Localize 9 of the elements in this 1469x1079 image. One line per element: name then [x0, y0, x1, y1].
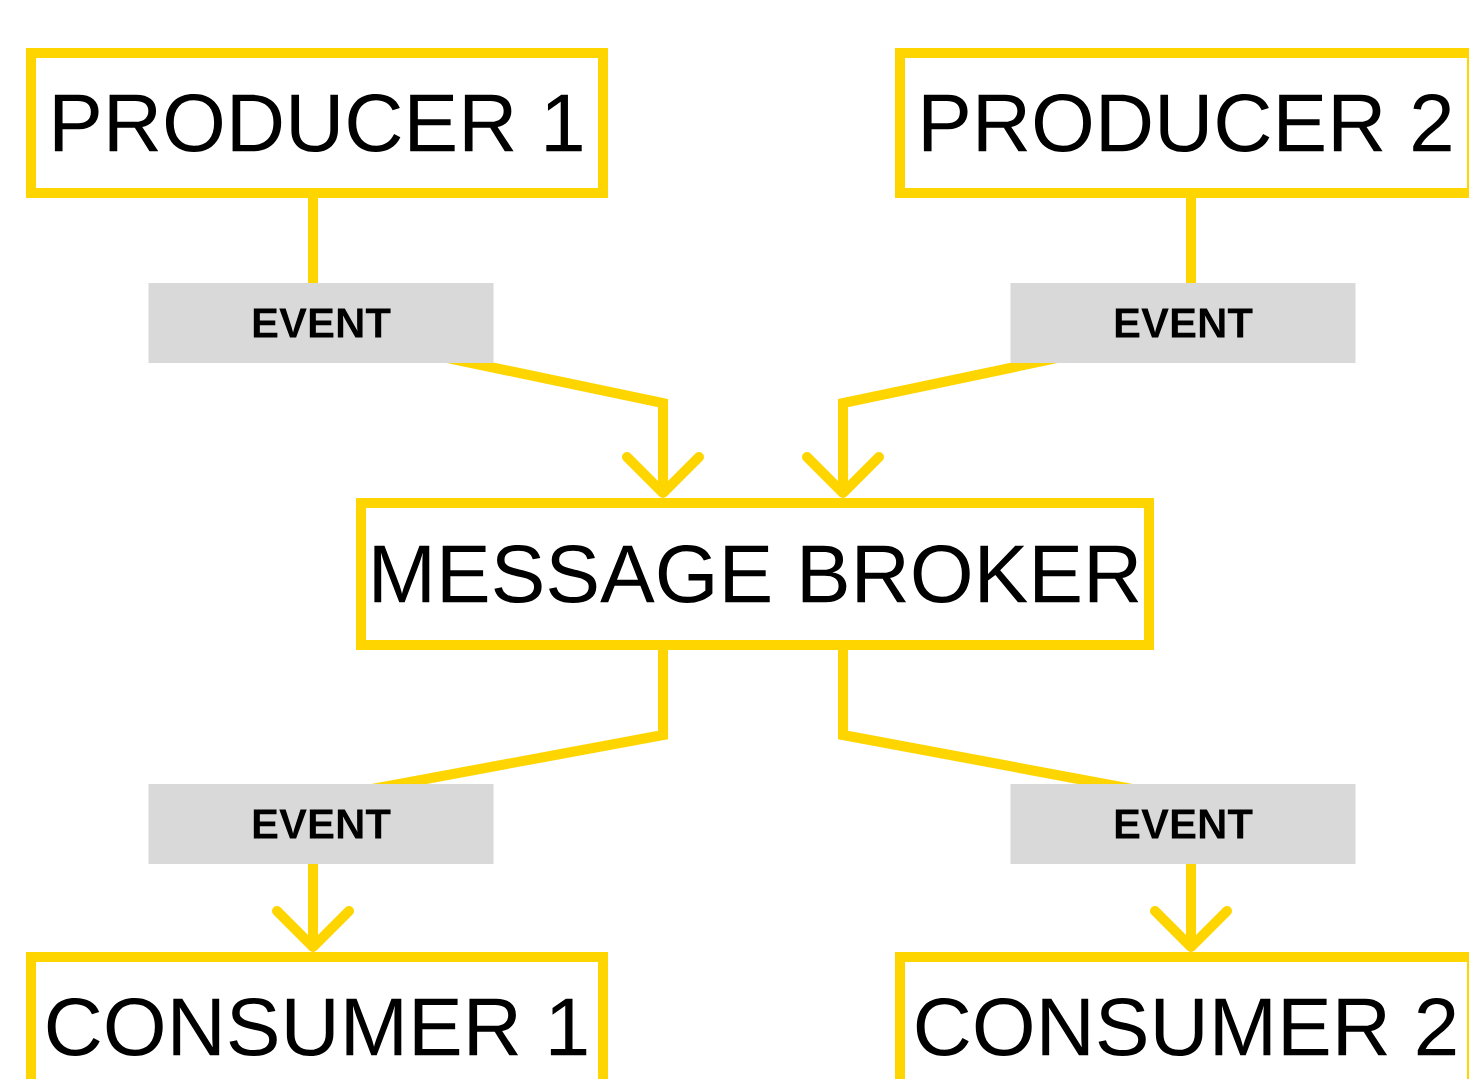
edge-label: EVENT [1010, 283, 1356, 363]
edge-label: EVENT [1010, 784, 1356, 864]
edge-label: EVENT [148, 283, 494, 363]
process-box: MESSAGE BROKER [356, 498, 1154, 650]
process-box: CONSUMER 2 [895, 952, 1469, 1079]
process-box: PRODUCER 1 [26, 48, 608, 198]
edge-label: EVENT [148, 784, 494, 864]
process-box: PRODUCER 2 [895, 48, 1469, 198]
process-box: CONSUMER 1 [26, 952, 608, 1079]
